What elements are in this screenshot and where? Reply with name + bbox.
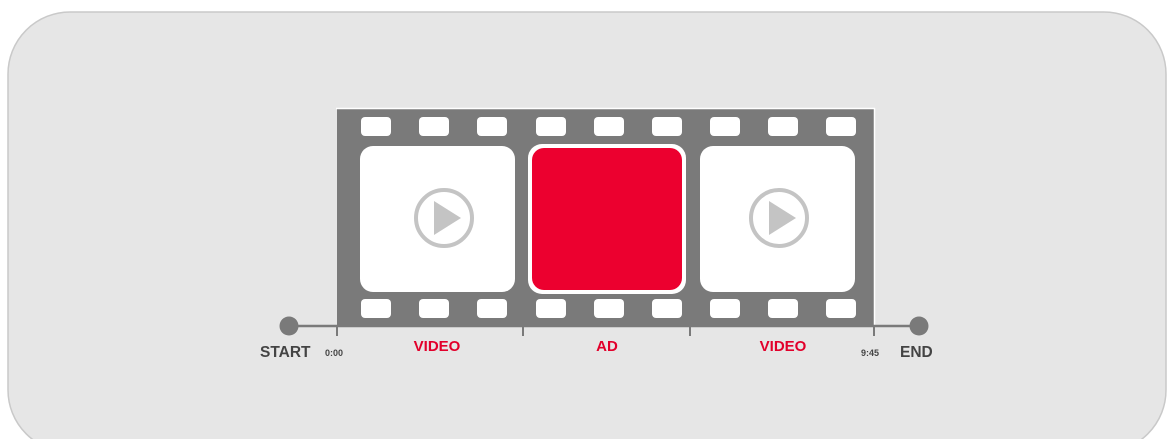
segment-label-video-1: VIDEO: [414, 338, 461, 355]
sprocket-hole: [652, 117, 682, 136]
sprocket-hole: [768, 299, 798, 318]
sprocket-hole: [536, 117, 566, 136]
end-label: END: [900, 344, 933, 361]
sprocket-hole: [419, 299, 449, 318]
sprocket-hole: [536, 299, 566, 318]
sprocket-hole: [361, 117, 391, 136]
sprocket-hole: [594, 117, 624, 136]
sprocket-holes-top: [361, 117, 856, 136]
sprocket-hole: [768, 117, 798, 136]
timeline-end-dot: [910, 317, 929, 336]
sprocket-hole: [361, 299, 391, 318]
video-frame-1: [360, 146, 515, 292]
sprocket-holes-bottom: [361, 299, 856, 318]
sprocket-hole: [477, 117, 507, 136]
film-strip: [336, 108, 875, 326]
sprocket-hole: [477, 299, 507, 318]
sprocket-hole: [826, 117, 856, 136]
timeline-start-dot: [280, 317, 299, 336]
sprocket-hole: [594, 299, 624, 318]
segment-label-video-2: VIDEO: [760, 338, 807, 355]
sprocket-hole: [710, 299, 740, 318]
sprocket-hole: [419, 117, 449, 136]
sprocket-hole: [710, 117, 740, 136]
segment-label-ad: AD: [596, 338, 618, 355]
end-time: 9:45: [861, 348, 879, 358]
video-frame-2: [700, 146, 855, 292]
ad-frame: [528, 144, 686, 294]
start-label: START: [260, 344, 311, 361]
start-time: 0:00: [325, 348, 343, 358]
sprocket-hole: [652, 299, 682, 318]
sprocket-hole: [826, 299, 856, 318]
